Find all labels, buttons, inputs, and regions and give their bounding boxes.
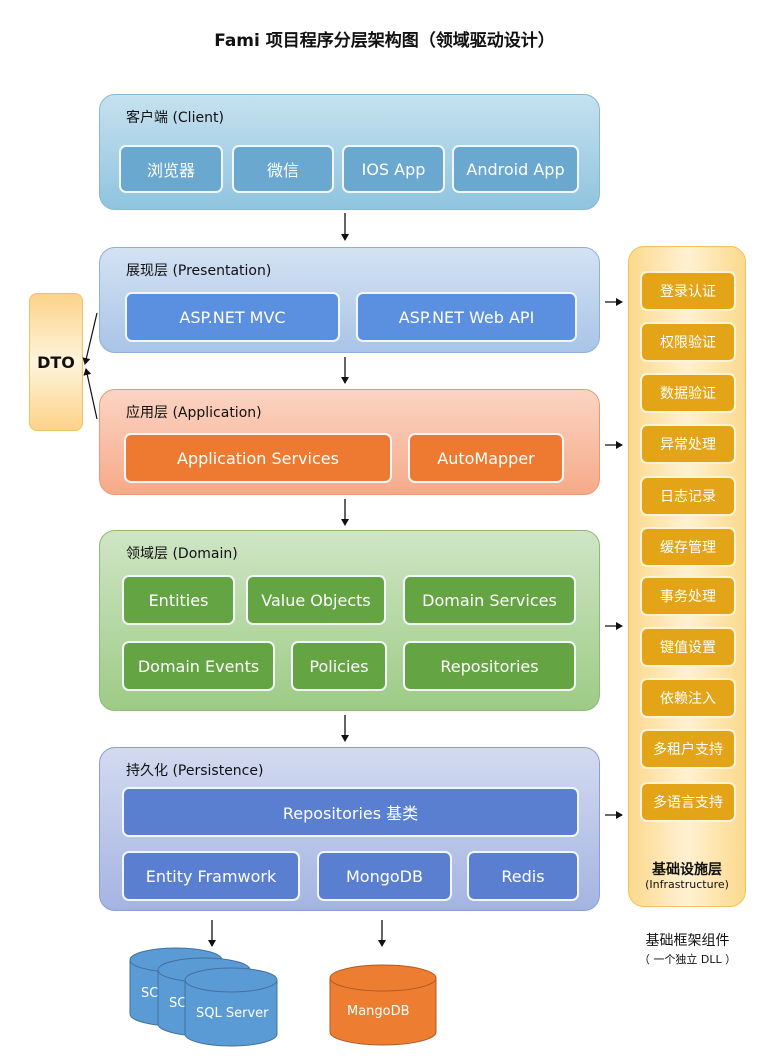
sql-cylinder-1-label: SC xyxy=(141,986,158,1001)
infrastructure-layer: 登录认证 权限验证 数据验证 异常处理 日志记录 缓存管理 事务处理 键值设置 … xyxy=(628,246,746,907)
domain-entities: Entities xyxy=(122,575,235,625)
presentation-layer: 展现层 (Presentation) ASP.NET MVC ASP.NET W… xyxy=(99,247,600,353)
mongo-cylinder-label: MangoDB xyxy=(347,1004,410,1019)
client-browser: 浏览器 xyxy=(119,145,223,193)
client-layer-label: 客户端 (Client) xyxy=(126,110,224,126)
mongo-cylinder-body xyxy=(329,977,437,1046)
infra-dependency-injection: 依赖注入 xyxy=(640,678,736,718)
client-ios-app: IOS App xyxy=(342,145,445,193)
domain-repositories: Repositories xyxy=(403,641,576,691)
framework-caption-note: （ 一个独立 DLL ） xyxy=(638,953,737,966)
infra-permission-check: 权限验证 xyxy=(640,322,736,362)
presentation-layer-label: 展现层 (Presentation) xyxy=(126,263,272,279)
infrastructure-subtitle: (Infrastructure) xyxy=(645,878,729,891)
domain-layer-label: 领域层 (Domain) xyxy=(126,546,238,562)
sql-server-cylinders: SC SC SQL Server xyxy=(129,947,278,1047)
arrow-application-to-dto xyxy=(83,368,98,420)
domain-value-objects: Value Objects xyxy=(246,575,386,625)
persistence-repositories-base: Repositories 基类 xyxy=(122,787,579,837)
mongo-cylinder-top xyxy=(329,964,437,992)
domain-services: Domain Services xyxy=(403,575,576,625)
persistence-entity-framework: Entity Framwork xyxy=(122,851,300,901)
application-automapper: AutoMapper xyxy=(408,433,564,483)
sql-cylinder-3: SQL Server xyxy=(184,967,278,1047)
infra-exception-handling: 异常处理 xyxy=(640,424,736,464)
diagram-title: Fami 项目程序分层架构图（领域驱动设计） xyxy=(214,31,555,51)
persistence-layer: 持久化 (Persistence) Repositories 基类 Entity… xyxy=(99,747,600,911)
infra-multi-language: 多语言支持 xyxy=(640,782,736,822)
mongo-cylinder: MangoDB xyxy=(329,964,437,1046)
infra-logging: 日志记录 xyxy=(640,476,736,516)
presentation-aspnet-webapi: ASP.NET Web API xyxy=(356,292,577,342)
presentation-aspnet-mvc: ASP.NET MVC xyxy=(125,292,340,342)
application-layer: 应用层 (Application) Application Services A… xyxy=(99,389,600,495)
persistence-layer-label: 持久化 (Persistence) xyxy=(126,763,264,779)
sql-cylinder-3-body xyxy=(184,979,278,1047)
client-wechat: 微信 xyxy=(232,145,334,193)
client-layer: 客户端 (Client) 浏览器 微信 IOS App Android App xyxy=(99,94,600,210)
infra-login-auth: 登录认证 xyxy=(640,271,736,311)
infra-data-validation: 数据验证 xyxy=(640,373,736,413)
infra-multi-tenant: 多租户支持 xyxy=(640,729,736,769)
framework-caption: 基础框架组件 xyxy=(645,933,730,949)
domain-policies: Policies xyxy=(291,641,387,691)
sql-cylinder-3-label: SQL Server xyxy=(196,1006,269,1021)
infrastructure-title: 基础设施层 xyxy=(652,862,722,878)
persistence-redis: Redis xyxy=(467,851,579,901)
sql-cylinder-2-label: SC xyxy=(169,996,186,1011)
sql-cylinder-3-top xyxy=(184,967,278,993)
infra-transaction: 事务处理 xyxy=(640,576,736,616)
infra-key-value-settings: 键值设置 xyxy=(640,627,736,667)
infra-cache-management: 缓存管理 xyxy=(640,527,736,567)
dto-label: DTO xyxy=(37,352,75,372)
arrow-presentation-to-dto xyxy=(82,312,98,365)
application-layer-label: 应用层 (Application) xyxy=(126,405,262,421)
application-services: Application Services xyxy=(124,433,392,483)
persistence-mongodb: MongoDB xyxy=(317,851,452,901)
domain-events: Domain Events xyxy=(122,641,275,691)
mongodb-cylinder: MangoDB xyxy=(329,964,437,1046)
client-android-app: Android App xyxy=(452,145,579,193)
domain-layer: 领域层 (Domain) Entities Value Objects Doma… xyxy=(99,530,600,711)
